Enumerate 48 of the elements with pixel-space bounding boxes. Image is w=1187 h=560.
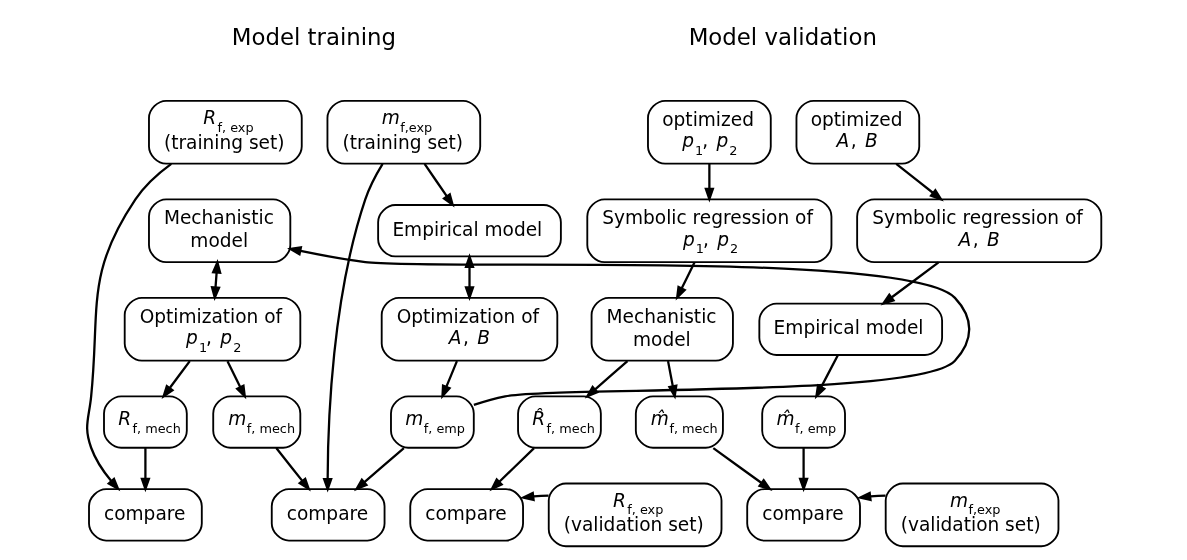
arrow: [675, 261, 695, 301]
node-box: m̂$_{f, emp}$: [760, 395, 846, 449]
node-box: optimized p$_{1}$, p$_{2}$: [646, 99, 772, 165]
arrow: [798, 448, 809, 493]
arrow: [584, 360, 628, 399]
arrow: [85, 162, 172, 492]
arrow: [856, 491, 886, 502]
arrow: [489, 447, 535, 492]
node-box: Mechanistic model: [147, 198, 291, 264]
node-box: optimized A, B: [795, 99, 920, 165]
node-box: Optimization of A, B: [380, 296, 558, 362]
arrow: [814, 354, 839, 400]
node-box: compare: [270, 488, 385, 542]
node-box: m̂$_{f, mech}$: [634, 395, 724, 449]
arrow: [161, 360, 191, 399]
node-box: R$_{f, exp}$ (training set): [147, 99, 303, 165]
node-box: Mechanistic model: [590, 296, 734, 362]
node-box: m$_{f, emp}$: [389, 395, 475, 449]
arrow: [139, 448, 150, 493]
label: Model validation: [688, 23, 877, 50]
node-box: m$_{f,exp}$ (training set): [326, 99, 481, 165]
node-box: m$_{f, mech}$: [211, 395, 301, 449]
arrow: [519, 491, 549, 502]
node-box: compare: [87, 488, 203, 542]
node-box: compare: [408, 488, 524, 542]
arrow: [703, 163, 714, 203]
arrow: [895, 163, 944, 202]
arrow: [353, 447, 405, 492]
node-box: compare: [745, 488, 861, 542]
node-box: Optimization of p$_{1}$, p$_{2}$: [123, 296, 301, 362]
node-box: Symbolic regression of A, B: [855, 198, 1102, 264]
label: Model training: [231, 23, 396, 50]
arrow: [880, 261, 939, 306]
arrow: [274, 447, 311, 492]
node-box: Empirical model: [376, 204, 562, 258]
arrow: [712, 447, 772, 491]
arrow: [666, 360, 678, 400]
node-box: Symbolic regression of p$_{1}$, p$_{2}$: [585, 198, 832, 264]
node-box: R̂$_{f, mech}$: [516, 395, 602, 449]
node-box: R$_{f, exp}$ (validation set): [547, 482, 722, 548]
node-box: Empirical model: [757, 302, 943, 356]
arrow: [440, 360, 458, 400]
node-box: m$_{f,exp}$ (validation set): [884, 482, 1059, 548]
arrow: [286, 246, 970, 406]
arrow: [225, 360, 246, 400]
arrow: [322, 163, 384, 493]
arrow: [423, 163, 455, 208]
node-box: R$_{f, mech}$: [102, 395, 188, 449]
